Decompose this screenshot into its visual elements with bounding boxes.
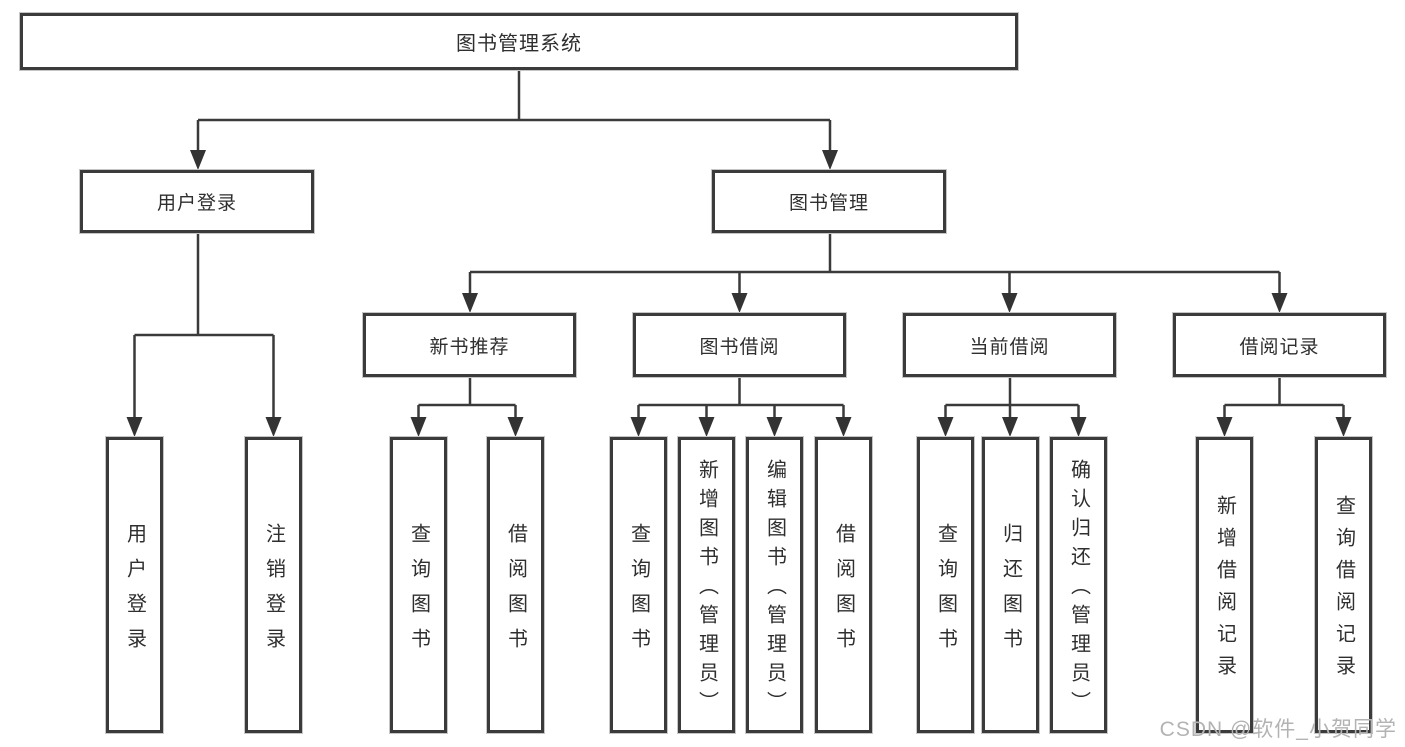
- node-label: 查询图书: [934, 522, 957, 663]
- leaf-node-add-borrow-record: 新增借阅记录: [1196, 437, 1253, 733]
- csdn-watermark: CSDN @软件_小贺同学: [1159, 718, 1397, 741]
- arrowhead: [126, 417, 143, 437]
- connector-user-login-branch: [126, 233, 282, 437]
- node-borrowing-records: 借阅记录: [1173, 313, 1386, 377]
- node-label: 查询借阅记录: [1332, 495, 1355, 687]
- node-label: 确认归还（管理员）: [1067, 459, 1090, 720]
- node-library-system: 图书管理系统: [20, 13, 1018, 70]
- arrowhead: [835, 417, 852, 437]
- node-book-management: 图书管理: [712, 170, 946, 233]
- arrowhead: [462, 293, 478, 313]
- leaf-node-user-login: 用户登录: [106, 437, 163, 733]
- arrowhead: [822, 150, 838, 170]
- node-label: 用户登录: [156, 193, 237, 214]
- arrowhead: [190, 150, 206, 170]
- arrowhead: [1001, 293, 1018, 313]
- node-label: 图书管理系统: [456, 33, 582, 55]
- leaf-node-confirm-return-admin: 确认归还（管理员）: [1050, 437, 1107, 733]
- arrowhead: [630, 417, 647, 437]
- arrowhead: [507, 417, 524, 437]
- arrowhead: [1216, 417, 1233, 437]
- arrowhead: [766, 417, 783, 437]
- node-label: 新书推荐: [429, 336, 510, 358]
- leaf-node-return-books: 归还图书: [982, 437, 1039, 733]
- leaf-node-borrow-books: 借阅图书: [815, 437, 872, 733]
- connector-root-to-level2: [190, 70, 838, 170]
- node-label: 用户登录: [123, 522, 146, 663]
- node-label: 归还图书: [999, 522, 1022, 663]
- leaf-node-borrow-books: 借阅图书: [487, 437, 544, 733]
- connector-book-mgmt-branch: [462, 233, 1288, 313]
- leaf-node-query-books: 查询图书: [917, 437, 974, 733]
- arrowhead: [731, 293, 748, 313]
- connector-borrow-records-branch: [1216, 377, 1352, 437]
- leaf-node-query-books: 查询图书: [390, 437, 447, 733]
- node-label: 新增借阅记录: [1213, 495, 1236, 687]
- node-user-login: 用户登录: [80, 170, 314, 233]
- node-current-borrowing: 当前借阅: [903, 313, 1116, 377]
- node-new-book-recommend: 新书推荐: [363, 313, 576, 377]
- leaf-node-edit-books-admin: 编辑图书（管理员）: [746, 437, 803, 733]
- node-label: 图书管理: [788, 193, 869, 214]
- node-label: 借阅图书: [832, 522, 855, 663]
- node-label: 借阅图书: [504, 522, 527, 663]
- connector-current-borrow-branch: [937, 377, 1087, 437]
- node-label: 注销登录: [262, 522, 285, 663]
- node-label: 借阅记录: [1239, 336, 1320, 358]
- node-book-borrowing: 图书借阅: [633, 313, 846, 377]
- arrowhead: [1335, 417, 1352, 437]
- connector-new-books-branch: [410, 377, 524, 437]
- leaf-node-logout: 注销登录: [245, 437, 302, 733]
- node-label: 查询图书: [627, 522, 650, 663]
- arrowhead: [410, 417, 427, 437]
- connector-book-borrow-branch: [630, 377, 852, 437]
- arrowhead: [698, 417, 715, 437]
- node-label: 新增图书（管理员）: [695, 459, 718, 720]
- leaf-node-add-books-admin: 新增图书（管理员）: [678, 437, 735, 733]
- arrowhead: [265, 417, 282, 437]
- node-label: 当前借阅: [969, 336, 1050, 358]
- leaf-node-query-books: 查询图书: [610, 437, 667, 733]
- leaf-node-query-borrow-record: 查询借阅记录: [1315, 437, 1372, 733]
- node-label: 图书借阅: [699, 336, 780, 358]
- arrowhead: [1002, 417, 1018, 437]
- arrowhead: [937, 417, 954, 437]
- arrowhead: [1271, 293, 1288, 313]
- arrowhead: [1070, 417, 1087, 437]
- node-label: 编辑图书（管理员）: [763, 459, 786, 720]
- node-label: 查询图书: [407, 522, 430, 663]
